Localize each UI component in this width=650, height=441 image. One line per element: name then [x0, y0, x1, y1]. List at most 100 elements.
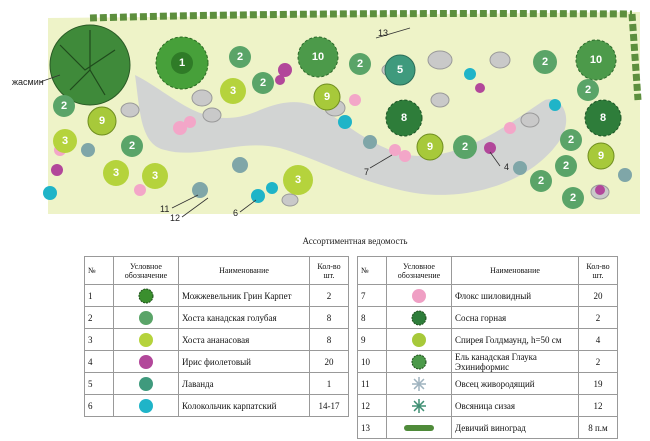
row-qty: 8 [309, 328, 349, 351]
row-symbol [113, 328, 179, 351]
svg-text:2: 2 [563, 160, 569, 172]
row-qty: 2 [309, 284, 349, 307]
row-qty: 2 [578, 306, 618, 329]
row-symbol [386, 328, 452, 351]
svg-text:2: 2 [61, 100, 67, 112]
row-name: Хоста канадская голубая [178, 306, 310, 329]
row-qty: 4 [578, 328, 618, 351]
row-name: Можжевельник Грин Карпет [178, 284, 310, 307]
svg-text:8: 8 [401, 112, 407, 124]
row-name: Ирис фиолетовый [178, 350, 310, 373]
legend-table-right: № Условное обозначение Наименование Кол-… [357, 256, 618, 439]
row-qty: 14-17 [309, 394, 349, 417]
header-name: Наименование [451, 256, 579, 285]
row-symbol [113, 350, 179, 373]
row-number: 3 [84, 328, 114, 351]
small-plants [43, 63, 632, 203]
hosta-blue-icon [139, 310, 153, 325]
row-symbol [113, 284, 179, 307]
row-number: 1 [84, 284, 114, 307]
row-number: 11 [357, 372, 387, 395]
row-symbol [386, 284, 452, 307]
fescue-icon [412, 398, 426, 413]
callout-7: 7 [364, 167, 369, 177]
row-name: Ель канадская Глаука Эхиниформис [451, 350, 579, 373]
svg-text:3: 3 [113, 167, 119, 179]
svg-text:2: 2 [542, 56, 548, 68]
spruce-icon [411, 354, 427, 369]
row-qty: 2 [578, 350, 618, 373]
row-number: 4 [84, 350, 114, 373]
svg-text:2: 2 [585, 84, 591, 96]
svg-text:2: 2 [357, 58, 363, 70]
row-name: Овсяница сизая [451, 394, 579, 417]
row-name: Сосна горная [451, 306, 579, 329]
row-number: 8 [357, 306, 387, 329]
row-number: 6 [84, 394, 114, 417]
row-name: Лаванда [178, 372, 310, 395]
oat-grass-icon [412, 376, 426, 391]
svg-text:2: 2 [538, 175, 544, 187]
lavender-icon [139, 376, 153, 391]
phlox-icon [412, 288, 426, 303]
juniper-icon [138, 288, 154, 303]
header-qty: Кол-во шт. [578, 256, 618, 285]
row-qty: 8 [309, 306, 349, 329]
hedge-virginia-creeper [89, 10, 633, 22]
iris-icon [139, 354, 153, 369]
mountain-pine-icon [411, 310, 427, 325]
callout-11: 11 [160, 204, 169, 214]
svg-text:2: 2 [129, 140, 135, 152]
row-name: Овсец живородящий [451, 372, 579, 395]
callout-6: 6 [233, 208, 238, 218]
callout-4: 4 [504, 162, 509, 172]
row-qty: 20 [578, 284, 618, 307]
row-number: 12 [357, 394, 387, 417]
header-num: № [84, 256, 114, 285]
svg-text:2: 2 [462, 141, 468, 153]
svg-text:2: 2 [260, 77, 266, 89]
svg-text:3: 3 [295, 174, 301, 186]
row-number: 9 [357, 328, 387, 351]
svg-text:2: 2 [237, 51, 243, 63]
svg-text:3: 3 [62, 135, 68, 147]
row-symbol [386, 394, 452, 417]
svg-text:10: 10 [590, 54, 602, 66]
jasmine-label: жасмин [12, 77, 44, 87]
row-qty: 19 [578, 372, 618, 395]
svg-text:8: 8 [600, 112, 606, 124]
callout-13: 13 [378, 28, 388, 38]
row-name: Хоста ананасовая [178, 328, 310, 351]
legend-table-left: № Условное обозначение Наименование Кол-… [84, 256, 349, 417]
row-symbol [386, 350, 452, 373]
row-qty: 20 [309, 350, 349, 373]
row-number: 10 [357, 350, 387, 373]
header-symbol: Условное обозначение [113, 256, 179, 285]
garden-plan: жасмин 1 2 2 3 3 10 2 [12, 10, 642, 223]
svg-text:2: 2 [568, 134, 574, 146]
spiraea-icon [412, 332, 426, 347]
row-name: Колокольчик карпатский [178, 394, 310, 417]
svg-text:2: 2 [570, 192, 576, 204]
row-name: Флокс шиловидный [451, 284, 579, 307]
row-number: 7 [357, 284, 387, 307]
callout-lines [171, 27, 501, 218]
table-title: Ассортиментная ведомость [302, 236, 408, 246]
bellflower-icon [139, 398, 153, 413]
row-number: 13 [357, 416, 387, 439]
svg-text:3: 3 [152, 170, 158, 182]
svg-text:10: 10 [312, 51, 324, 63]
row-symbol [113, 394, 179, 417]
header-name: Наименование [178, 256, 310, 285]
